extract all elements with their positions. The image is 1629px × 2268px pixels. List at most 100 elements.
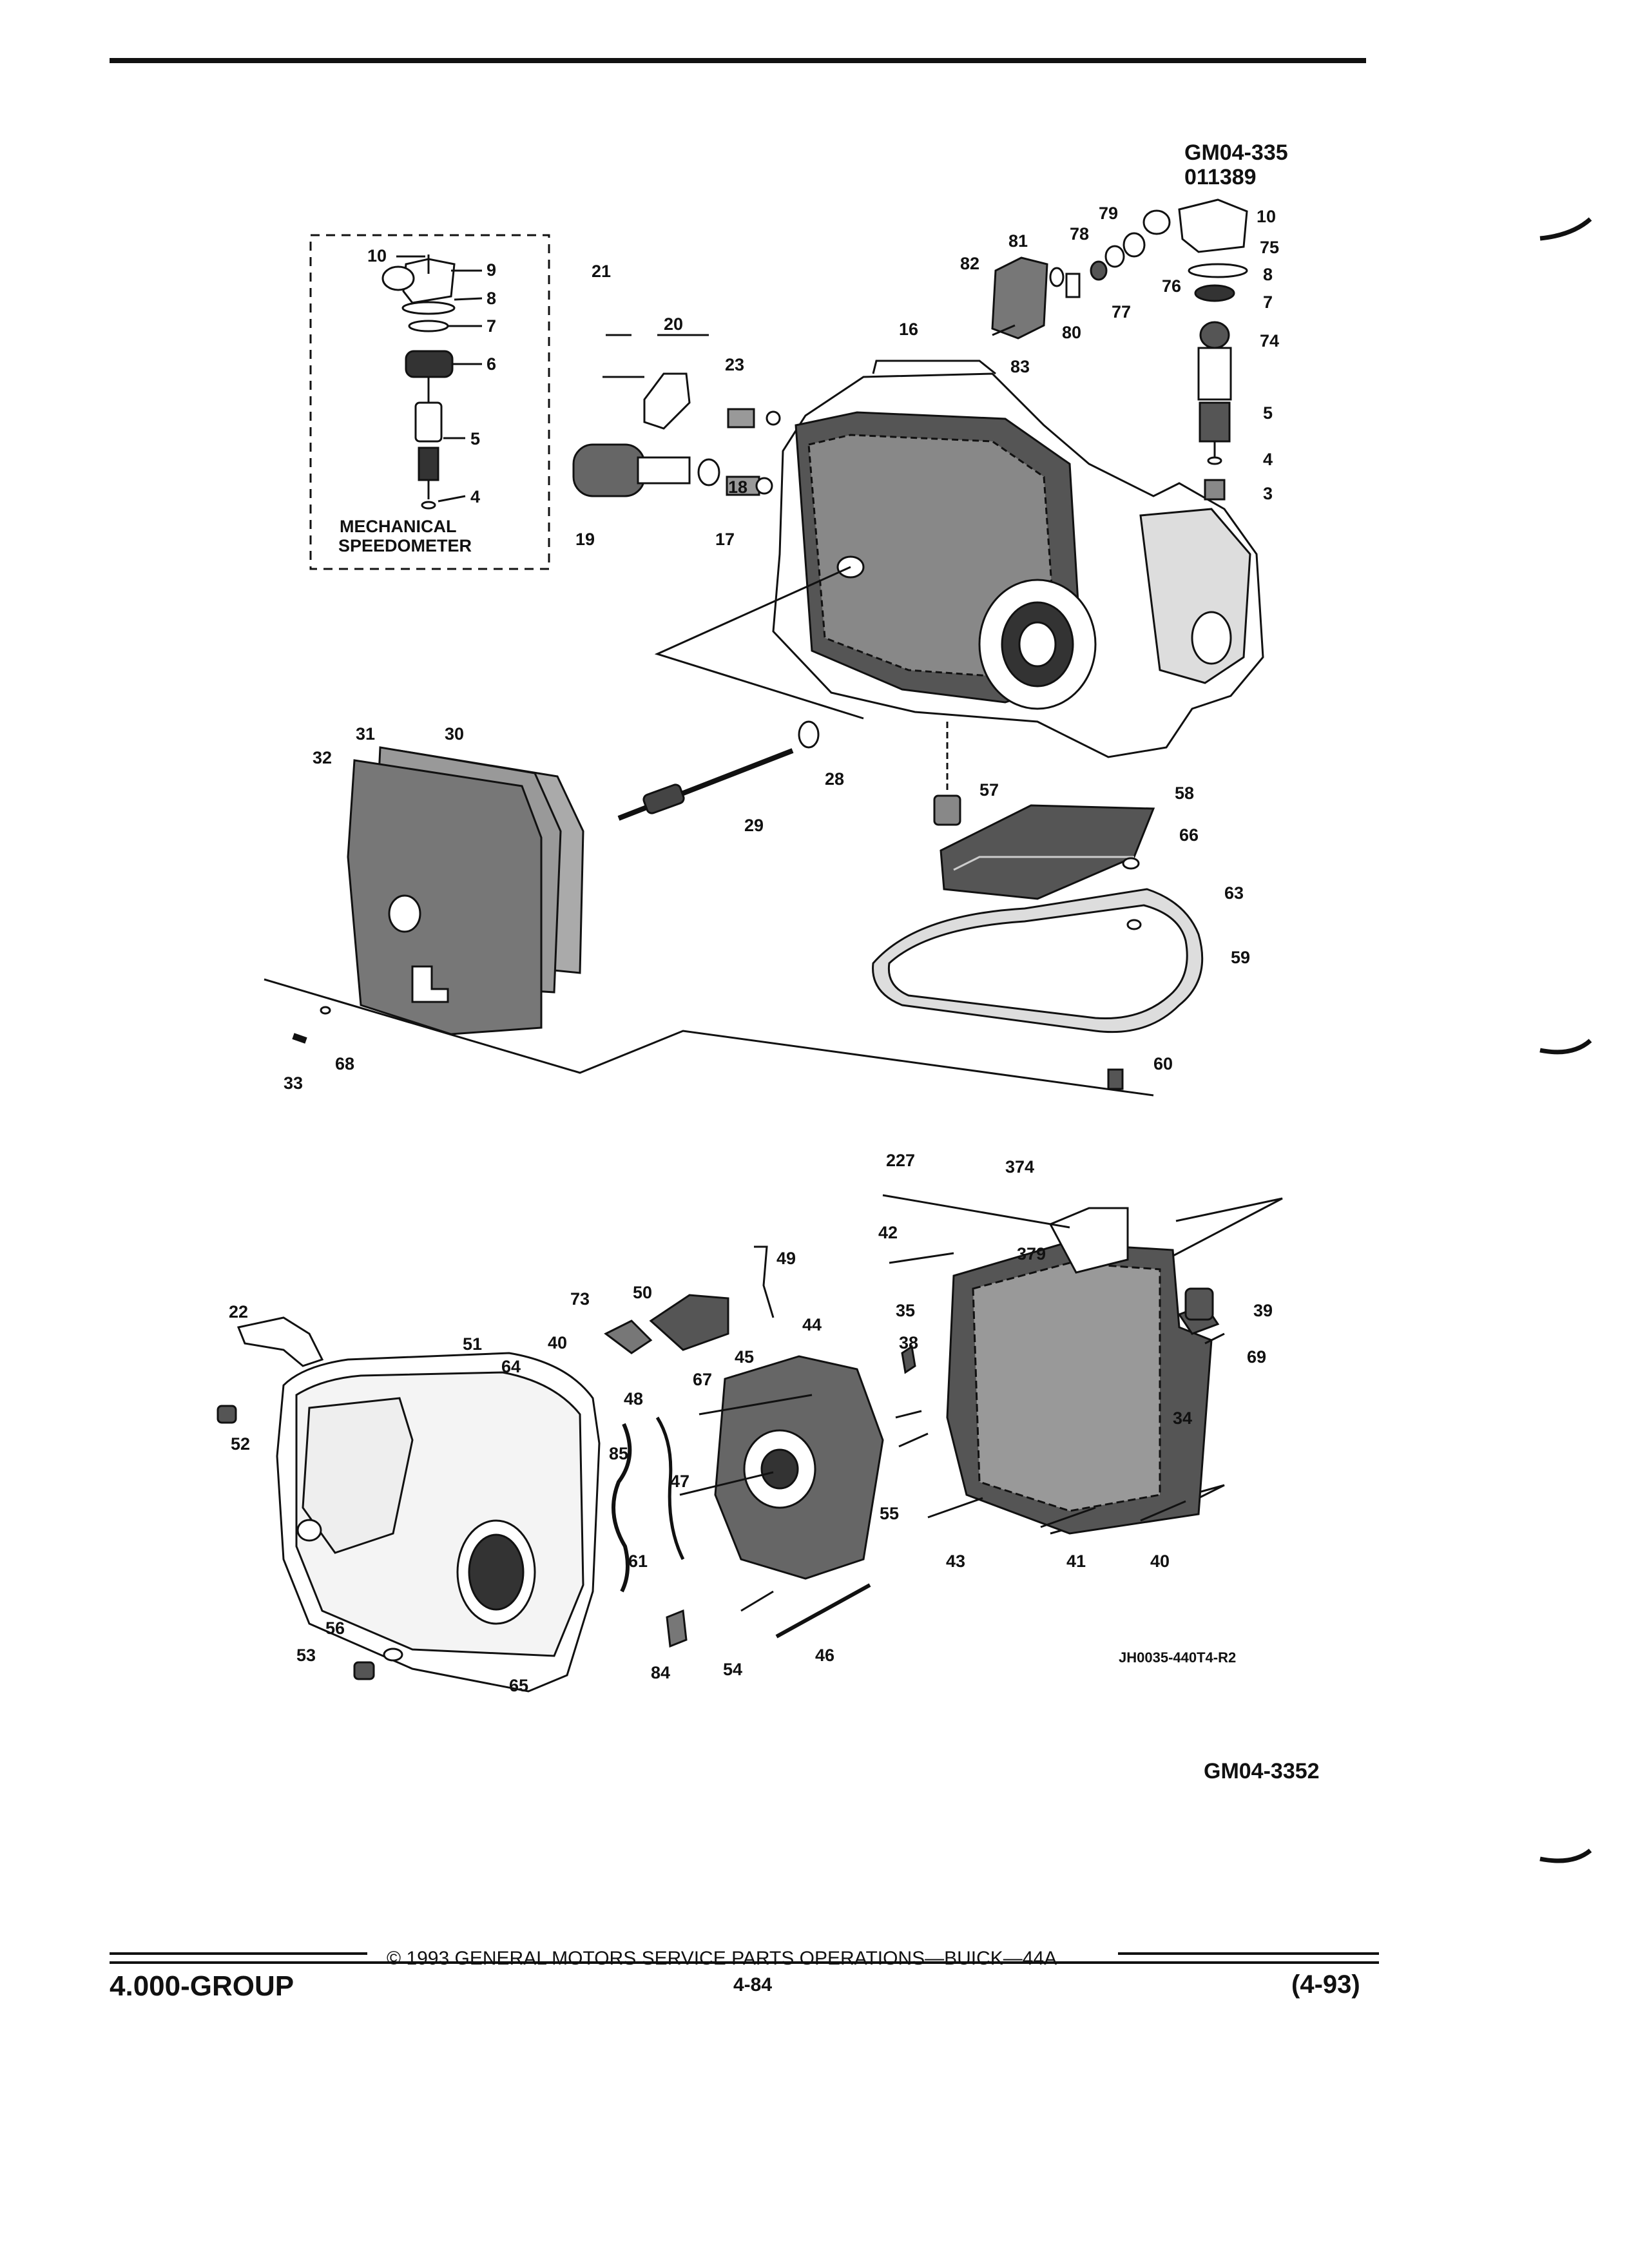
assembly-leader <box>654 566 864 720</box>
side-cover-group <box>217 1316 601 1693</box>
callout: 39 <box>1253 1301 1273 1320</box>
speed-sensor-group <box>572 334 781 497</box>
callout: 45 <box>735 1347 754 1367</box>
callout: 16 <box>899 320 918 339</box>
callout: 8 <box>1263 265 1273 284</box>
figure-id-line2: 011389 <box>1184 165 1257 189</box>
edge-mark <box>1539 1849 1592 1863</box>
callout: 53 <box>296 1646 316 1665</box>
callout: 23 <box>725 355 744 374</box>
callout: 34 <box>1173 1408 1192 1428</box>
callout: 4 <box>470 487 480 506</box>
callout: 10 <box>367 246 387 265</box>
callout: 43 <box>946 1552 965 1571</box>
figure-id-bottom: GM04-3352 <box>1204 1759 1320 1783</box>
callout: 4 <box>1263 450 1273 469</box>
callout: 40 <box>1150 1552 1170 1571</box>
callout: 3 <box>1263 484 1273 503</box>
callout: 5 <box>1263 403 1273 423</box>
speed-sensor-parts <box>991 198 1248 501</box>
callout: 61 <box>628 1552 648 1571</box>
callout: 32 <box>313 748 332 767</box>
valve-body-group <box>604 1194 1225 1648</box>
callout: 49 <box>776 1249 796 1268</box>
copyright-notice: © 1993 GENERAL MOTORS SERVICE PARTS OPER… <box>387 1948 1057 1969</box>
callout: 10 <box>1257 207 1276 226</box>
callout: 59 <box>1231 948 1250 967</box>
revision-date: (4-93) <box>1291 1970 1360 1999</box>
callout: 65 <box>509 1676 528 1695</box>
callout: 30 <box>445 724 464 744</box>
callout: 18 <box>728 477 747 497</box>
callout: 44 <box>802 1315 822 1334</box>
assembly-leader <box>1153 1197 1283 1267</box>
callout: 41 <box>1066 1552 1086 1571</box>
callout: 19 <box>575 530 595 549</box>
callout: 85 <box>609 1444 628 1463</box>
callout: 31 <box>356 724 375 744</box>
assembly-leader <box>264 978 1154 1097</box>
callout: 76 <box>1162 276 1181 296</box>
callout: 40 <box>548 1333 567 1352</box>
callout: 84 <box>651 1663 670 1682</box>
callout: 58 <box>1175 783 1194 803</box>
page-number: 4-84 <box>733 1974 773 1995</box>
edge-mark <box>1539 217 1592 241</box>
figure-id-line1: GM04-335 <box>1184 140 1288 165</box>
callout: 80 <box>1062 323 1081 342</box>
callout: 7 <box>1263 293 1273 312</box>
callout: 83 <box>1010 357 1030 376</box>
callout: 74 <box>1260 331 1279 351</box>
callout: 9 <box>487 260 496 280</box>
callout: 46 <box>815 1646 834 1665</box>
callout: 82 <box>960 254 979 273</box>
callout: 52 <box>231 1434 250 1454</box>
callout: 73 <box>570 1289 590 1309</box>
callout: 56 <box>325 1619 345 1638</box>
callout: 22 <box>229 1302 248 1321</box>
callout: 75 <box>1260 238 1279 257</box>
callout: 63 <box>1224 883 1244 903</box>
callout: 28 <box>825 769 844 789</box>
callout: 20 <box>664 314 683 334</box>
callout: 64 <box>501 1357 521 1376</box>
callout: 6 <box>487 354 496 374</box>
callout: 7 <box>487 316 496 336</box>
callout: 51 <box>463 1334 482 1354</box>
callout: 66 <box>1179 825 1199 845</box>
callout: 35 <box>896 1301 915 1320</box>
callout: 68 <box>335 1054 354 1073</box>
callout: 8 <box>487 289 496 308</box>
callout: 227 <box>886 1151 915 1170</box>
callout: 77 <box>1112 302 1131 322</box>
callout: 48 <box>624 1389 643 1408</box>
inset-label-line1: MECHANICAL <box>340 517 457 536</box>
callout: 55 <box>880 1504 899 1523</box>
transaxle-case <box>772 360 1264 758</box>
top-rule <box>110 58 1366 63</box>
callout: 47 <box>670 1472 689 1491</box>
callout: 33 <box>284 1073 303 1093</box>
callout: 21 <box>592 262 611 281</box>
callout: 5 <box>470 429 480 448</box>
inset-label-line2: SPEEDOMETER <box>338 536 472 555</box>
callout: 60 <box>1153 1054 1173 1073</box>
spacer-plate-group <box>292 720 820 1044</box>
callout: 78 <box>1070 224 1089 244</box>
drawing-code: JH0035-440T4-R2 <box>1119 1649 1237 1666</box>
callout: 81 <box>1008 231 1028 251</box>
filter-and-pan-group <box>872 722 1204 1090</box>
callout-labels: 10 9 8 7 6 5 4 21 20 23 16 18 19 17 79 7… <box>229 204 1279 1695</box>
group-label: 4.000-GROUP <box>110 1970 294 2002</box>
callout: 42 <box>878 1223 898 1242</box>
edge-mark <box>1539 1039 1592 1055</box>
callout: 50 <box>633 1283 652 1302</box>
mechanical-speedometer-inset <box>309 234 550 570</box>
callout: 374 <box>1005 1157 1034 1177</box>
callout: 69 <box>1247 1347 1266 1367</box>
callout: 67 <box>693 1370 712 1389</box>
figure-id: GM04-335 011389 <box>1184 140 1288 189</box>
callout: 29 <box>744 816 764 835</box>
callout: 17 <box>715 530 735 549</box>
